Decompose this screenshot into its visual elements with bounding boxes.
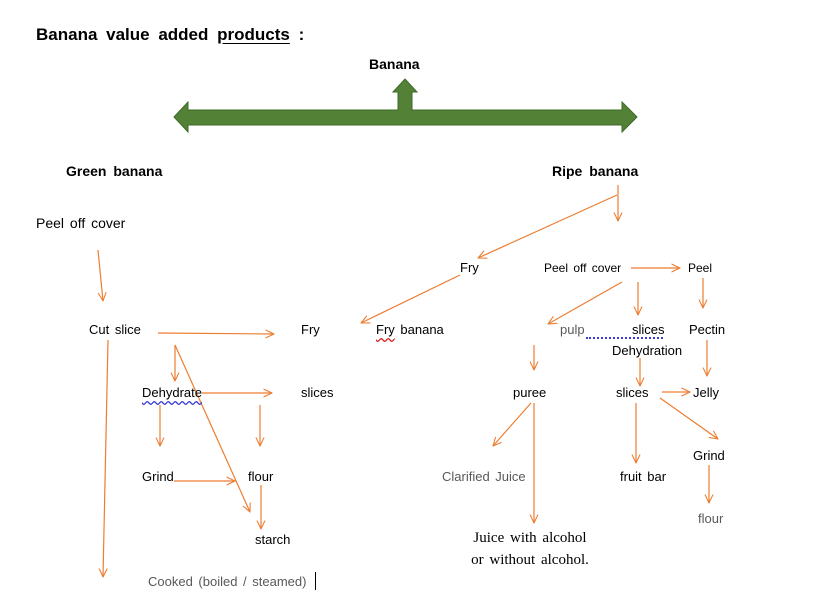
ripe-pulp: pulp [560,322,585,337]
green-dehydrate: Dehydrate [142,385,202,400]
arrow-cut-to-cooked [103,339,109,577]
ripe-grind: Grind [693,448,725,463]
ripe-peel: Peel [688,261,713,275]
ripe-clarified-juice: Clarified Juice [442,469,526,484]
title-underlined-word: products [217,25,290,44]
ripe-fruit-bar: fruit bar [620,469,667,484]
main-branch-arrow [173,78,638,134]
arrow-slices-to-grind [659,397,718,439]
fry-banana-part2: banana [394,322,444,337]
arrow-cut-to-fry [157,333,274,334]
root-node-banana: Banana [369,56,420,72]
arrow-puree-to-clarified [493,402,532,446]
title-prefix: Banana value added [36,25,218,44]
green-peel-off-cover: Peel off cover [36,215,126,231]
green-fry: Fry [301,322,320,337]
green-flour: flour [248,469,274,484]
ripe-banana-heading: Ripe banana [552,163,639,179]
fry-banana-part1: Fry [376,322,395,337]
ripe-peel-off-cover: Peel off cover [544,261,622,275]
juice-line-2: or without alcohol. [471,552,589,568]
arrow-peel-to-cut [97,249,103,301]
ripe-jelly: Jelly [693,385,720,400]
green-grind: Grind [142,469,174,484]
green-cut-slice: Cut slice [89,322,141,337]
ripe-flour: flour [698,511,724,526]
green-slices: slices [301,385,334,400]
ripe-puree: puree [513,385,547,400]
arrow-fry-to-fry-banana [361,274,461,323]
text-cursor [315,572,316,590]
arrow-cut-to-starch [174,344,250,512]
juice-line-1: Juice with alcohol [473,530,587,546]
arrow-ripe-to-fry [478,194,618,258]
ripe-juice-alcohol: Juice with alcohol or without alcohol. [455,527,605,571]
ripe-slices-2: slices [616,385,649,400]
page-title: Banana value added products : [36,25,304,45]
spell-underline [586,333,663,339]
green-starch: starch [255,532,291,547]
ripe-fry: Fry [460,260,479,275]
arrow-cover-to-pulp [548,281,623,324]
title-suffix: : [289,25,305,44]
ripe-slices: slices [632,322,665,337]
fry-banana: Fry banana [376,322,444,338]
green-banana-heading: Green banana [66,163,163,179]
green-cooked: Cooked (boiled / steamed) [148,574,307,589]
ripe-pectin: Pectin [689,322,726,337]
ripe-dehydration: Dehydration [612,343,683,358]
